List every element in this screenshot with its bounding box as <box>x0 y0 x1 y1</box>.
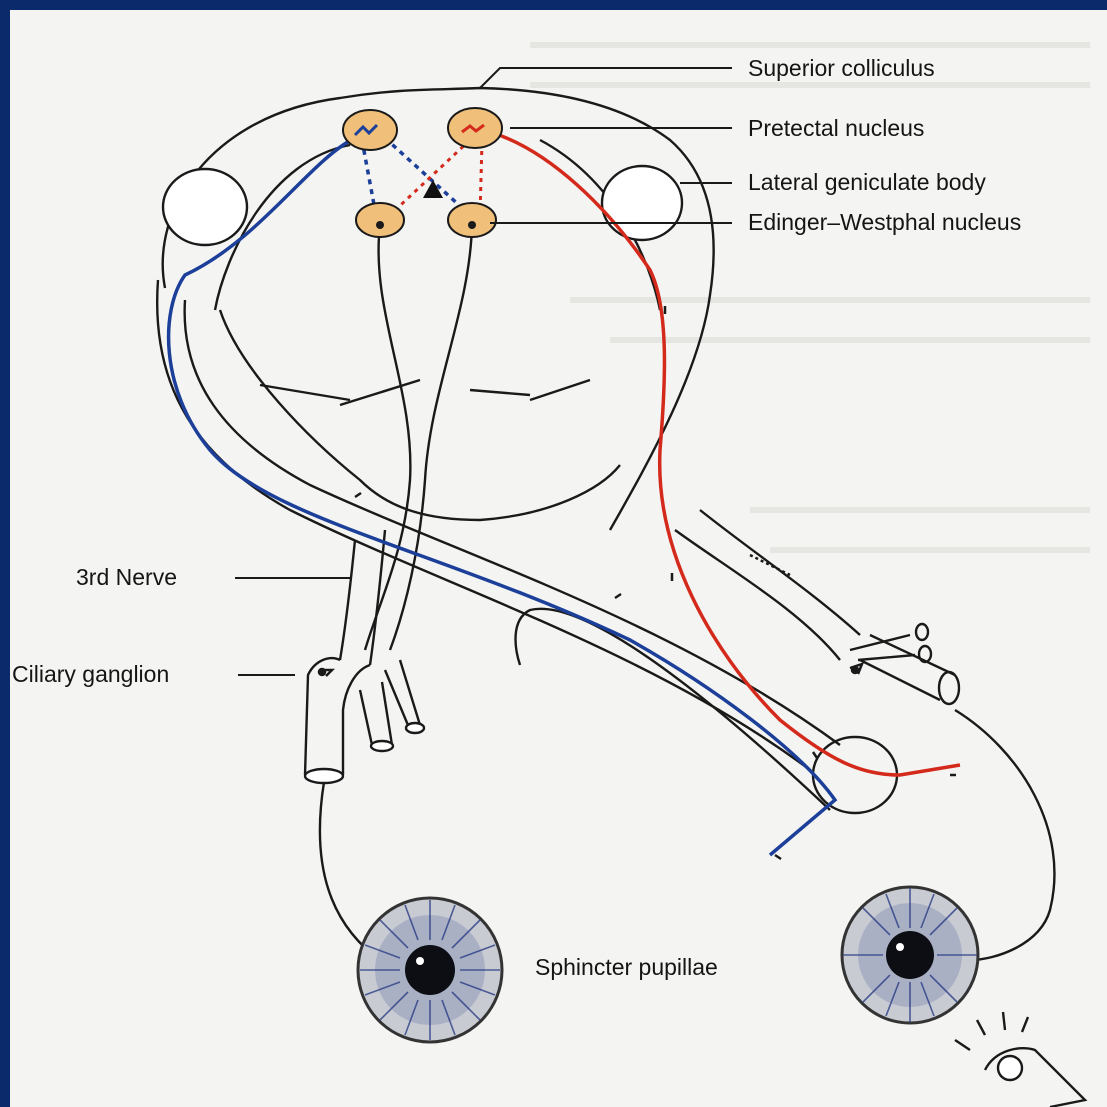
right-lateral-geniculate-body <box>602 166 682 240</box>
pupillary-light-reflex-diagram: Superior colliculus Pretectal nucleus La… <box>10 10 1107 1107</box>
left-lateral-geniculate-body <box>163 169 247 245</box>
label-ciliary-ganglion: Ciliary ganglion <box>12 661 169 687</box>
right-edinger-westphal-nucleus <box>448 203 496 237</box>
third-nerve-bundle <box>305 225 472 783</box>
label-third-nerve: 3rd Nerve <box>76 564 177 590</box>
left-edinger-westphal-nucleus <box>356 203 404 237</box>
optic-pathway <box>157 280 959 813</box>
triangle-icon <box>423 180 443 198</box>
direction-arrows <box>355 306 956 859</box>
label-pretectal-nucleus: Pretectal nucleus <box>748 115 924 141</box>
label-lateral-geniculate-body: Lateral geniculate body <box>748 169 986 195</box>
flashlight-icon <box>955 1012 1085 1107</box>
ciliary-ganglion-synapse <box>319 664 862 676</box>
left-eye-iris <box>358 898 502 1042</box>
right-eye-iris <box>842 887 978 1023</box>
label-sphincter-pupillae: Sphincter pupillae <box>535 954 718 980</box>
midbrain-outline <box>163 88 714 530</box>
right-pretectal-nucleus <box>448 108 502 148</box>
pretectal-nuclei <box>343 108 502 150</box>
label-superior-colliculus: Superior colliculus <box>748 55 935 81</box>
diagram-frame: Superior colliculus Pretectal nucleus La… <box>10 10 1107 1107</box>
edinger-westphal-nuclei <box>356 203 496 237</box>
label-edinger-westphal-nucleus: Edinger–Westphal nucleus <box>748 209 1021 235</box>
